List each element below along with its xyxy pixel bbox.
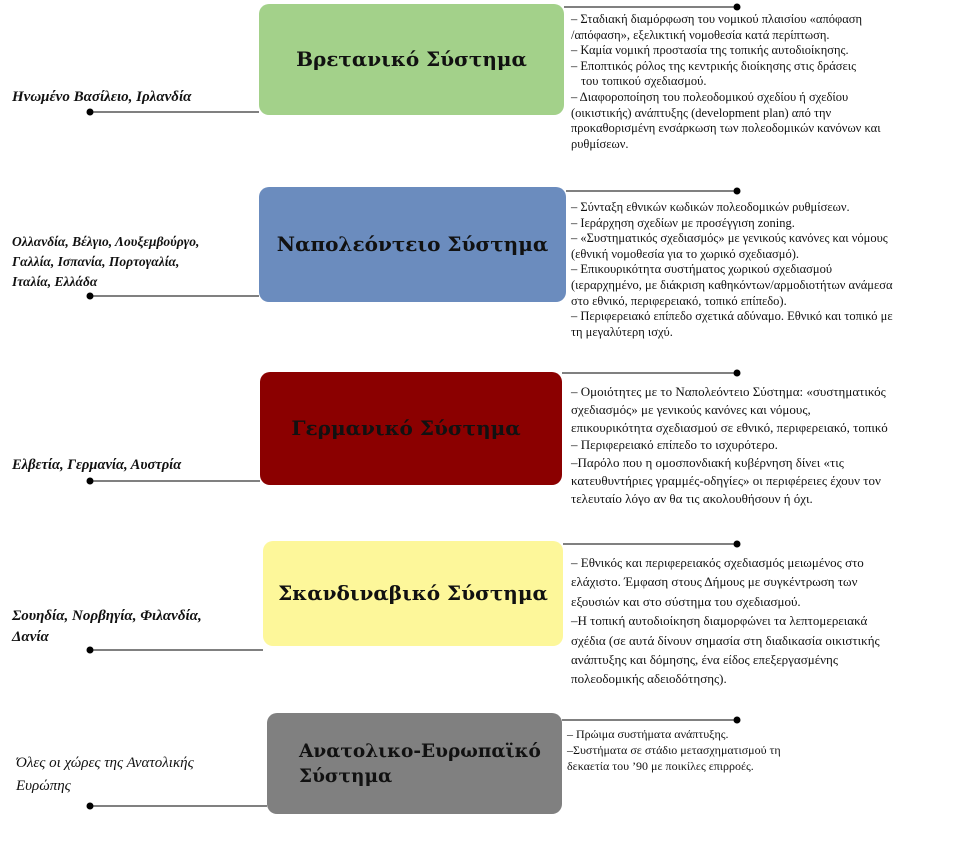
description-line: – Διαφοροποίηση του πολεοδομικού σχεδίου… <box>571 89 849 104</box>
scandinavian-system-description: – Εθνικός και περιφερειακός σχεδιασμός μ… <box>571 553 880 689</box>
description-line: – Περιφερειακό επίπεδο το ισχυρότερο. <box>571 437 778 453</box>
british-system-description: – Σταδιακή διαμόρφωση του νομικού πλαισί… <box>571 12 881 152</box>
british-system-countries: Ηνωμένο Βασίλειο, Ιρλανδία <box>12 89 192 105</box>
description-line: – Ιεράρχηση σχεδίων με προσέγγιση zoning… <box>571 215 795 230</box>
description-line: – Πρώιμα συστήματα ανάπτυξης. <box>567 727 729 741</box>
description-line: – Καμία νομική προστασία της τοπικής αυτ… <box>571 43 849 58</box>
germanic-system-box: Γερμανικό Σύστημα <box>260 372 562 485</box>
british-system-box: Βρετανικό Σύστημα <box>259 4 564 115</box>
left-connector-dot <box>86 646 94 654</box>
eastern-european-system-title: Ανατολικο-Ευρωπαϊκό Σύστημα <box>299 740 541 787</box>
right-connector-dot <box>733 540 741 548</box>
description-line: – «Συστηματικός σχεδιασμός» με γενικούς … <box>571 231 888 246</box>
description-line: – Ομοιότητες με το Ναπολεόντειο Σύστημα:… <box>571 384 886 399</box>
description-line: – Σύνταξη εθνικών κωδικών πολεοδομικών ρ… <box>571 200 850 214</box>
description-line: – Εθνικός και περιφερειακός σχεδιασμός μ… <box>571 555 864 570</box>
description-line: – Περιφερειακό επίπεδο σχετικά αδύναμο. … <box>571 309 893 324</box>
description-line: –Συστήματα σε στάδιο μετασχηματισμού τη <box>567 743 781 757</box>
description-line: σχεδιασμός» με γενικούς κανόνες και νόμο… <box>571 401 811 417</box>
left-connector-dot <box>86 108 94 116</box>
description-line: /απόφαση», εξελικτική νομοθεσία κατά περ… <box>571 27 830 42</box>
right-connector-dot <box>733 369 741 377</box>
description-line: –Η τοπική αυτοδιοίκηση διαμορφώνει τα λε… <box>571 613 868 629</box>
description-line: – Επικουρικότητα συστήματος χωρικού σχεδ… <box>571 262 833 277</box>
scandinavian-system-title: Σκανδιναβικό Σύστημα <box>278 581 548 605</box>
left-connector-dot <box>86 292 94 300</box>
description-line: (ιεραρχημένο, με διάκριση καθηκόντων/αρμ… <box>571 277 893 292</box>
right-connector-dot <box>733 716 741 724</box>
description-line: τελευταίο λόγο αν θα τις ακολουθήσουν ή … <box>571 490 813 506</box>
right-connector-dot <box>733 3 741 11</box>
description-line: εξουσιών και στο σύστημα του σχεδιασμού. <box>571 593 801 609</box>
description-line: – Σταδιακή διαμόρφωση του νομικού πλαισί… <box>571 12 863 26</box>
napoleonic-system-countries: Ολλανδία, Βέλγιο, Λουξεμβούργο, Γαλλία, … <box>12 234 200 289</box>
description-line: (εθνική νομοθεσία για το χωρικό σχεδιασμ… <box>571 246 800 261</box>
scandinavian-system-countries: Σουηδία, Νορβηγία, Φιλανδία, Δανία <box>12 608 202 645</box>
napoleonic-system-title: Ναπολεόντειο Σύστημα <box>276 232 549 256</box>
description-line: στο εθνικό, περιφερειακό, τοπικό επίπεδο… <box>571 293 787 308</box>
description-line: προκαθορισμένη ενσάρκωση των πολεοδομικώ… <box>571 121 881 136</box>
germanic-system-title: Γερμανικό Σύστημα <box>291 416 521 440</box>
description-line: ανάπτυξης και δόμησης, ένα είδος επεξεργ… <box>571 652 838 668</box>
eastern-european-system-box: Ανατολικο-Ευρωπαϊκό Σύστημα <box>267 713 562 814</box>
description-line: ρυθμίσεων. <box>571 136 629 151</box>
description-line: –Παρόλο που η ομοσπονδιακή κυβέρνηση δίν… <box>571 455 844 471</box>
description-line: επικουρικότητα σχεδιασμού σε εθνικό, περ… <box>571 419 888 435</box>
scandinavian-system-box: Σκανδιναβικό Σύστημα <box>263 541 563 646</box>
description-line: ελάχιστο. Έμφαση στους Δήμους με συγκέντ… <box>571 574 858 590</box>
description-line: του τοπικού σχεδιασμού. <box>581 74 707 89</box>
germanic-system-description: – Ομοιότητες με το Ναπολεόντειο Σύστημα:… <box>571 383 888 508</box>
description-line: σχέδια (σε αυτά δίνουν σημασία στη διαδι… <box>571 632 880 648</box>
napoleonic-system-description: – Σύνταξη εθνικών κωδικών πολεοδομικών ρ… <box>571 200 893 340</box>
left-connector-dot <box>86 802 94 810</box>
description-line: δεκαετία του ’90 με ποικίλες επιρροές. <box>567 759 754 773</box>
eastern-european-system-description: – Πρώιμα συστήματα ανάπτυξης. –Συστήματα… <box>567 726 781 774</box>
left-connector-dot <box>86 477 94 485</box>
description-line: πολεοδομικής αδειοδότησης). <box>571 671 727 687</box>
germanic-system-countries: Ελβετία, Γερμανία, Αυστρία <box>12 457 182 473</box>
description-line: – Εποπτικός ρόλος της κεντρικής διοίκηση… <box>571 58 857 73</box>
napoleonic-system-box: Ναπολεόντειο Σύστημα <box>259 187 566 302</box>
description-line: τη μεγαλύτερη ισχύ. <box>571 324 673 339</box>
right-connector-dot <box>733 187 741 195</box>
description-line: (οικιστικής) ανάπτυξης (development plan… <box>571 105 832 120</box>
description-line: κατευθυντήριες γραμμές-οδηγίες» οι περιφ… <box>571 472 881 488</box>
eastern-european-system-countries: Όλες οι χώρες της Ανατολικής Ευρώπης <box>16 755 194 794</box>
british-system-title: Βρετανικό Σύστημα <box>296 47 527 71</box>
